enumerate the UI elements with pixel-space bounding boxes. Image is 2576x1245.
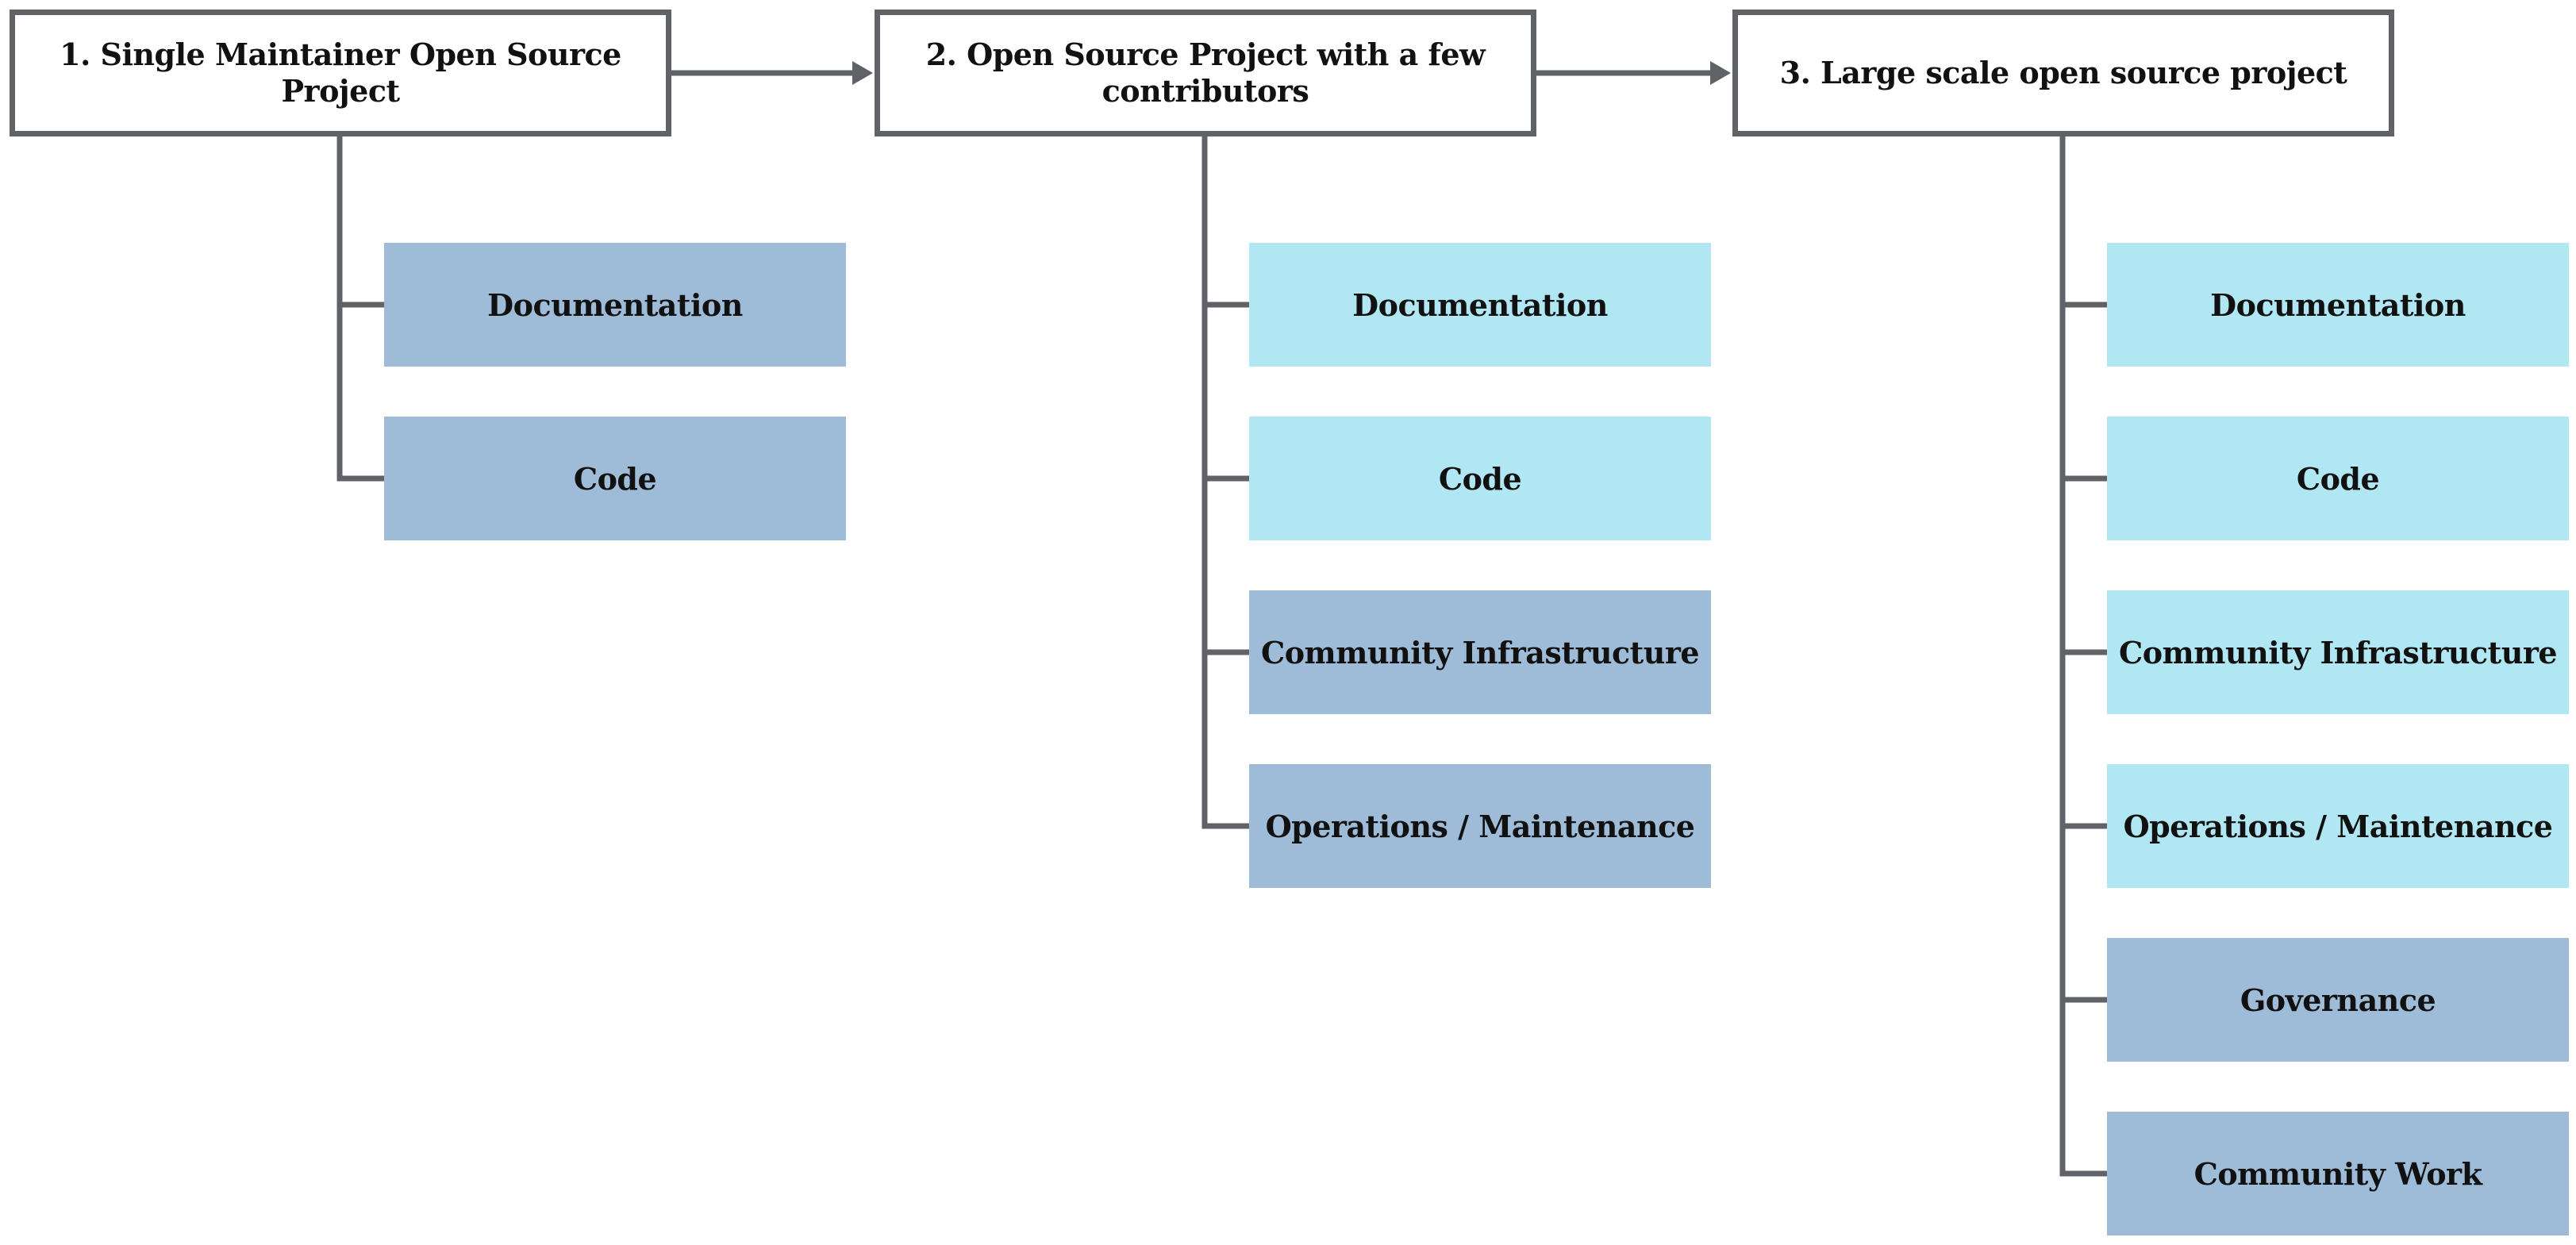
- stage-2-item: Operations / Maintenance: [1249, 764, 1711, 888]
- stage-3-item: Community Work: [2107, 1112, 2569, 1235]
- stage-2-item: Code: [1249, 417, 1711, 540]
- stage-1-item: Code: [384, 417, 846, 540]
- stage-1-title: 1. Single Maintainer Open Source Project: [10, 10, 671, 136]
- stage-1-item: Documentation: [384, 243, 846, 367]
- stage-arrow-2-head: [1710, 61, 1731, 85]
- stage-2-item: Documentation: [1249, 243, 1711, 367]
- stage-3-item: Code: [2107, 417, 2569, 540]
- stage-3-title: 3. Large scale open source project: [1732, 10, 2394, 136]
- stage-2-title: 2. Open Source Project with a few contri…: [875, 10, 1536, 136]
- stage-3-item: Operations / Maintenance: [2107, 764, 2569, 888]
- stage-2-item: Community Infrastructure: [1249, 590, 1711, 714]
- stage-arrow-1-head: [852, 61, 873, 85]
- stage-3-item: Documentation: [2107, 243, 2569, 367]
- stage-3-item: Governance: [2107, 938, 2569, 1062]
- stage-3-item: Community Infrastructure: [2107, 590, 2569, 714]
